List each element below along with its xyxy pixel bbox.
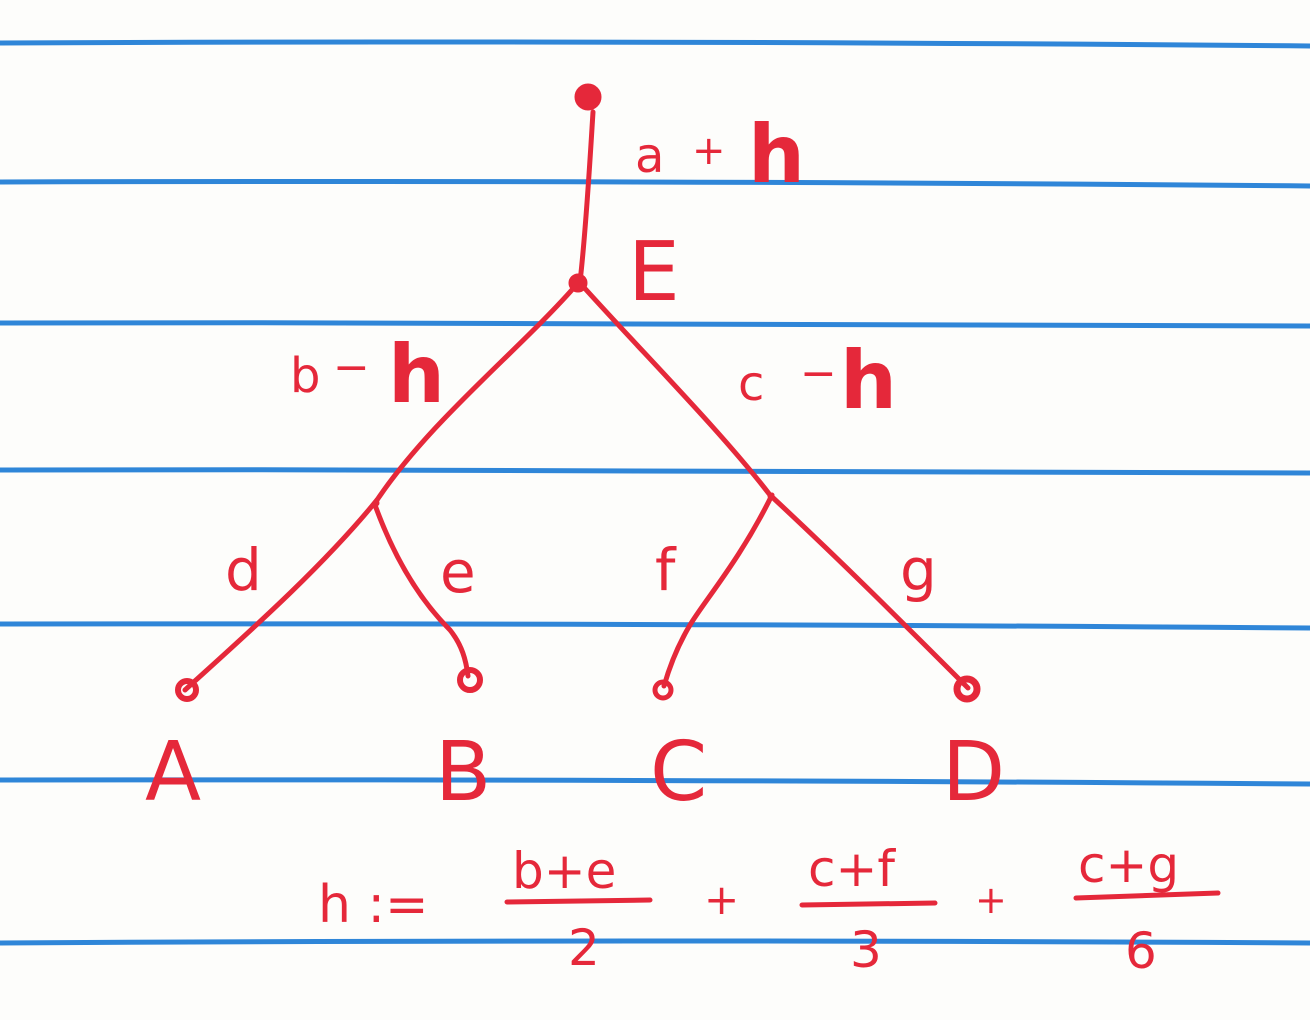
root-edge-label: a + h — [635, 108, 805, 201]
leaf-label-c: C — [650, 725, 707, 820]
root-edge-h: h — [748, 108, 805, 201]
internal-node-left — [372, 499, 380, 507]
edge-labels: a + h b − h c − h d e f g — [225, 108, 937, 606]
root-edge-op: + — [692, 128, 726, 174]
edge-label-g: g — [900, 536, 937, 604]
rule-line — [0, 179, 1310, 189]
leaf-node-d — [953, 675, 981, 703]
tree-edges — [182, 109, 971, 693]
internal-node-e — [568, 273, 588, 293]
leaf-node-c — [652, 679, 674, 701]
rule-line — [0, 467, 1310, 476]
formula-term-2-bar — [799, 900, 938, 908]
formula-term-2-denominator: 3 — [850, 921, 882, 979]
formula-term-3-numerator: c+g — [1078, 836, 1179, 894]
edge-e — [372, 502, 471, 679]
formula-term-1-bar — [504, 897, 653, 905]
tree-nodes — [175, 83, 981, 703]
leaf-label-d: D — [942, 725, 1005, 820]
edge-d — [182, 497, 380, 693]
left-edge-label: b − h — [290, 328, 445, 421]
formula-term-2: c+f 3 — [799, 840, 938, 979]
root-edge — [577, 109, 596, 285]
leaf-node-b — [457, 667, 483, 693]
root-edge-var: a — [635, 128, 664, 184]
right-edge-h: h — [840, 334, 897, 427]
formula-term-3-denominator: 6 — [1125, 922, 1157, 980]
leaf-label-b: B — [435, 725, 491, 820]
rule-line — [0, 39, 1310, 49]
formula-plus-1: + — [704, 875, 739, 924]
ruled-lines — [0, 39, 1310, 946]
formula-term-3: c+g 6 — [1073, 836, 1221, 980]
formula-term-1-denominator: 2 — [568, 919, 600, 977]
right-edge-label: c − h — [738, 334, 897, 427]
formula-term-2-numerator: c+f — [808, 840, 896, 898]
left-edge-op: − — [333, 342, 370, 393]
edge-label-d: d — [225, 536, 262, 604]
left-edge-var: b — [290, 348, 320, 404]
internal-node-right — [767, 492, 775, 500]
right-edge-var: c — [738, 356, 764, 412]
formula-term-3-bar — [1073, 890, 1221, 901]
formula-term-1: b+e 2 — [504, 842, 653, 977]
formula-plus-2: + — [975, 878, 1007, 922]
node-labels: E A B C D — [145, 225, 1005, 820]
rule-line — [0, 777, 1310, 787]
rule-line — [0, 320, 1310, 329]
rule-line — [0, 621, 1310, 631]
edge-g — [767, 492, 971, 691]
formula: h := b+e 2 + c+f 3 + c+g 6 — [318, 836, 1221, 980]
left-edge-h: h — [388, 328, 445, 421]
formula-lhs: h := — [318, 875, 429, 935]
node-label-e: E — [628, 225, 680, 320]
rule-line — [0, 938, 1310, 946]
edge-label-f: f — [655, 536, 677, 604]
leaf-label-a: A — [145, 725, 201, 820]
root-node — [574, 83, 602, 111]
edge-f — [661, 492, 775, 689]
leaf-node-a — [175, 678, 199, 702]
right-edge-op: − — [800, 348, 837, 399]
edge-label-e: e — [440, 538, 476, 606]
right-edge — [577, 280, 773, 498]
formula-term-1-numerator: b+e — [512, 842, 616, 900]
left-edge — [372, 280, 581, 506]
